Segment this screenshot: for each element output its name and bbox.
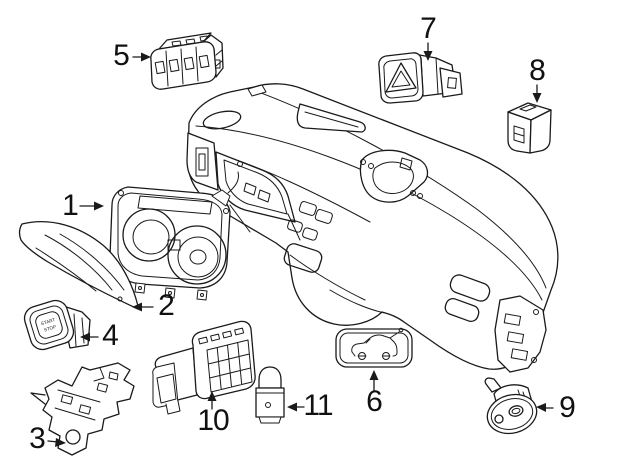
callout-arrow-10 [207, 391, 217, 410]
callout-label-5: 5 [113, 39, 130, 72]
accessory-switch-drawing [507, 102, 552, 154]
headlight-switch-panel-drawing [150, 32, 224, 90]
callout-arrow-3 [47, 438, 66, 447]
callout-label-1: 1 [62, 189, 79, 222]
cluster-lens-drawing [18, 221, 139, 310]
start-stop-label-line2: STOP [43, 324, 56, 332]
start-stop-button-drawing: START STOP [23, 299, 91, 351]
trunk-release-switch-drawing [335, 327, 413, 368]
callout-label-11: 11 [303, 389, 333, 422]
instrument-cluster-drawing [109, 171, 239, 301]
callout-label-7: 7 [420, 12, 437, 45]
car-open-trunk-icon [351, 327, 404, 360]
callout-arrow-8 [532, 84, 542, 103]
callout-label-8: 8 [529, 54, 546, 87]
callout-arrow-11 [287, 402, 305, 412]
knob-switch-drawing [484, 377, 538, 435]
callout-arrow-2 [132, 302, 154, 312]
callout-label-2: 2 [158, 289, 175, 322]
callout-arrows [47, 42, 554, 447]
callout-label-4: 4 [102, 319, 119, 352]
start-stop-label-line1: START [40, 317, 56, 326]
callout-arrow-5 [132, 52, 151, 62]
callout-arrow-7 [423, 42, 433, 61]
bulb-drawing [255, 366, 285, 424]
connector-module-drawing [152, 320, 256, 415]
mounting-bracket-drawing [30, 362, 135, 456]
callout-label-10: 10 [197, 404, 229, 437]
callout-label-3: 3 [29, 422, 46, 455]
callout-arrow-4 [80, 332, 99, 342]
instrument-panel-drawing [186, 83, 559, 373]
warning-triangle-icon [385, 62, 417, 93]
hazard-switch-drawing [378, 52, 463, 104]
callout-label-6: 6 [366, 385, 383, 418]
callout-label-9: 9 [559, 391, 576, 424]
callout-arrow-9 [536, 403, 554, 412]
callout-arrow-6 [369, 370, 379, 391]
callout-arrow-1 [79, 201, 104, 211]
